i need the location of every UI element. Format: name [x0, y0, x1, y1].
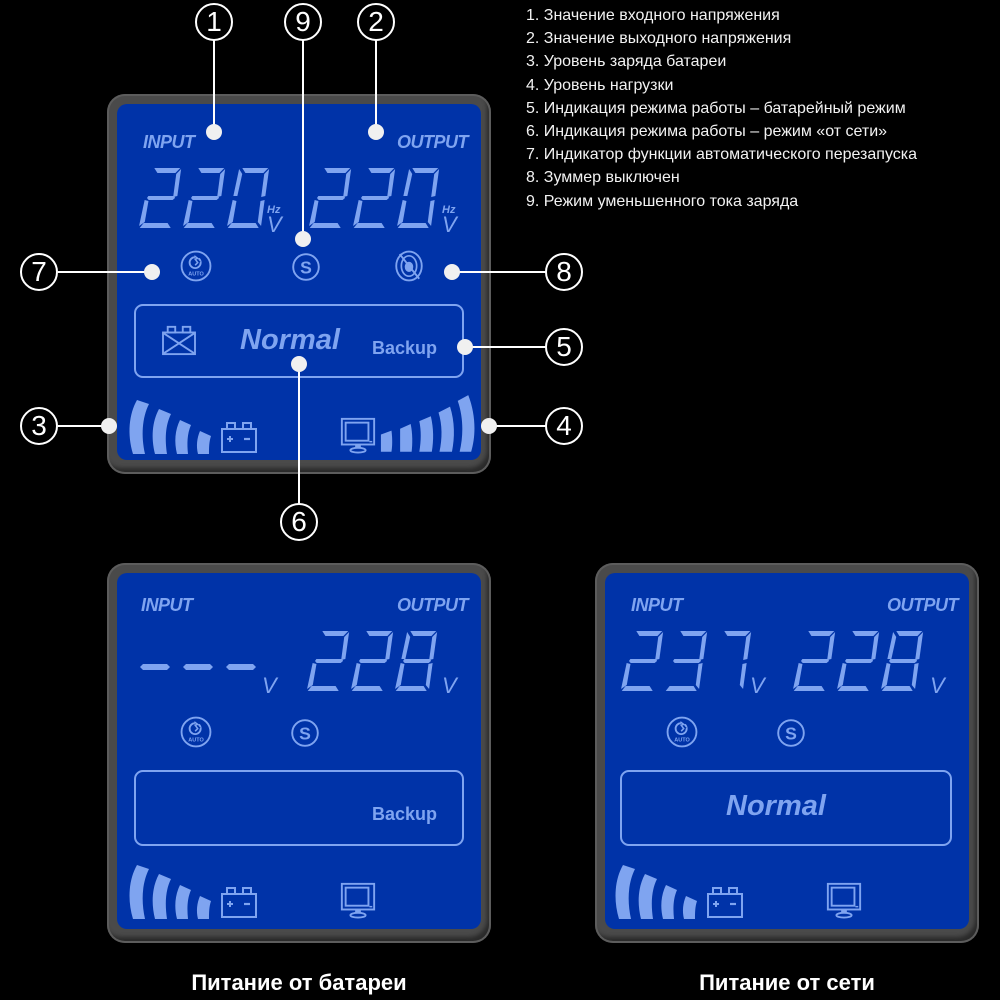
legend-item: 2. Значение выходного напряжения [526, 30, 792, 48]
legend-list: 1. Значение входного напряжения 2. Значе… [526, 4, 917, 213]
input-label: INPUT [141, 595, 193, 615]
reduced-charge-s-icon [291, 719, 319, 747]
monitor-icon [340, 417, 376, 454]
output-label: OUTPUT [397, 132, 469, 152]
callout-line-2 [375, 40, 377, 132]
callout-line-4 [490, 425, 546, 427]
callout-dot-1 [206, 124, 222, 140]
buzzer-off-icon [395, 250, 423, 282]
callout-1: 1 [195, 3, 233, 41]
lcd-panel-mains-mode: INPUT OUTPUT V V Normal [595, 563, 979, 943]
callout-line-6 [298, 362, 300, 504]
mode-backup-label: Backup [372, 804, 438, 824]
output-voltage-digits [307, 631, 439, 691]
output-unit-v: V [930, 673, 945, 698]
input-label: INPUT [143, 132, 195, 152]
callout-line-7 [58, 271, 154, 273]
battery-level-bars [129, 400, 211, 454]
callout-dot-5 [457, 339, 473, 355]
callout-7: 7 [20, 253, 58, 291]
callout-8: 8 [545, 253, 583, 291]
battery-icon [220, 886, 258, 919]
callout-dot-7 [144, 264, 160, 280]
callout-dot-4 [481, 418, 497, 434]
output-unit-hz: Hz [442, 204, 456, 216]
input-unit-hz: Hz [267, 204, 281, 216]
input-voltage-dashes [140, 664, 256, 670]
battery-level-bars [615, 865, 697, 919]
monitor-icon [340, 882, 376, 919]
battery-icon [706, 886, 744, 919]
input-unit-v: V [262, 673, 277, 698]
callout-dot-9 [295, 231, 311, 247]
input-voltage-digits [139, 168, 271, 228]
callout-2: 2 [357, 3, 395, 41]
callout-line-1 [213, 40, 215, 132]
reduced-charge-s-icon [777, 719, 805, 747]
caption-battery-mode: Питание от батареи [191, 970, 407, 995]
output-unit-v: V [442, 673, 457, 698]
reduced-charge-s-icon [292, 253, 320, 281]
caption-mains-mode: Питание от сети [699, 970, 875, 995]
callout-5: 5 [545, 328, 583, 366]
callout-line-8 [452, 271, 546, 273]
callout-4: 4 [545, 407, 583, 445]
callout-6: 6 [280, 503, 318, 541]
mode-backup-label: Backup [372, 338, 438, 358]
legend-item: 7. Индикатор функции автоматического пер… [526, 146, 918, 164]
input-unit-v: V [750, 673, 765, 698]
input-voltage-digits [621, 631, 753, 691]
mode-normal-label: Normal [240, 324, 340, 356]
lcd-screen: INPUT OUTPUT Hz V Hz V [117, 104, 481, 460]
battery-fault-icon [162, 325, 196, 356]
mode-normal-label: Normal [726, 790, 826, 822]
lcd-screen: INPUT OUTPUT V V Backup [117, 573, 481, 929]
auto-restart-icon [666, 716, 698, 748]
legend-item: 4. Уровень нагрузки [526, 76, 674, 94]
legend-item: 8. Зуммер выключен [526, 169, 680, 187]
input-label: INPUT [631, 595, 683, 615]
battery-icon [220, 421, 258, 454]
callout-dot-6 [291, 356, 307, 372]
output-unit-v: V [442, 212, 457, 237]
callout-line-9 [302, 40, 304, 238]
input-unit-v: V [267, 212, 282, 237]
legend-item: 1. Значение входного напряжения [526, 7, 780, 24]
lcd-screen: INPUT OUTPUT V V Normal [605, 573, 969, 929]
lcd-panel-battery-mode: INPUT OUTPUT V V Backup [107, 563, 491, 943]
callout-dot-8 [444, 264, 460, 280]
output-voltage-digits [793, 631, 925, 691]
mode-indicator-box: Normal [620, 770, 952, 846]
legend-item: 3. Уровень заряда батареи [526, 53, 727, 71]
load-level-bars [380, 395, 475, 452]
callout-line-5 [466, 346, 546, 348]
callout-line-3 [58, 425, 110, 427]
auto-restart-icon [180, 716, 212, 748]
mode-indicator-box: Backup [134, 770, 464, 846]
callout-9: 9 [284, 3, 322, 41]
output-label: OUTPUT [397, 595, 469, 615]
callout-3: 3 [20, 407, 58, 445]
callout-dot-2 [368, 124, 384, 140]
battery-level-bars [129, 865, 211, 919]
auto-restart-icon [180, 250, 212, 282]
output-label: OUTPUT [887, 595, 959, 615]
callout-dot-3 [101, 418, 117, 434]
legend-item: 9. Режим уменьшенного тока заряда [526, 192, 799, 210]
lcd-panel-overview: INPUT OUTPUT Hz V Hz V [107, 94, 491, 474]
legend-item: 6. Индикация режима работы – режим «от с… [526, 123, 888, 141]
output-voltage-digits [309, 168, 441, 228]
legend-item: 5. Индикация режима работы – батарейный … [526, 99, 906, 117]
monitor-icon [826, 882, 862, 919]
